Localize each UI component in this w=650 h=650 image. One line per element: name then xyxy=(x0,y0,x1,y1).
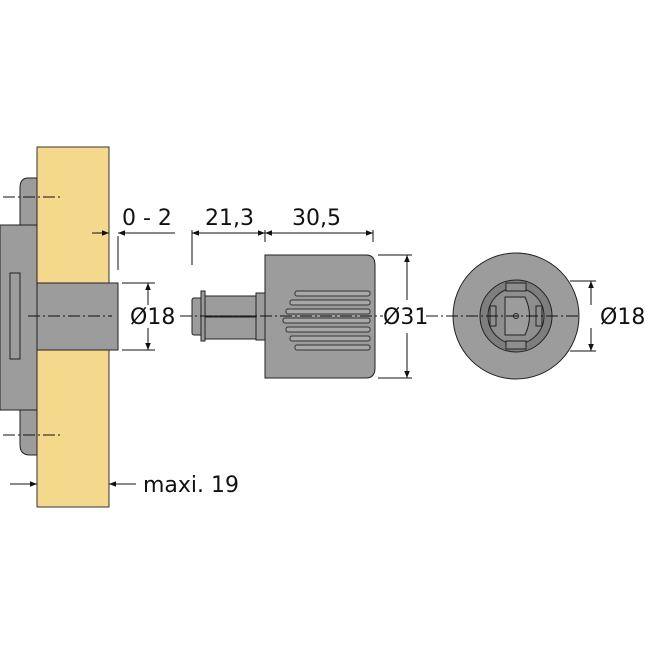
pin-length-dimension: 21,3 xyxy=(205,206,254,231)
housing xyxy=(0,177,119,456)
sleeve-diameter-dimension: Ø18 xyxy=(130,305,175,330)
cap-diameter-dimension: Ø31 xyxy=(383,305,428,330)
board-thickness-dimension: maxi. 19 xyxy=(143,473,239,498)
gap-dimension: 0 - 2 xyxy=(122,206,172,231)
front-diameter-dimension: Ø18 xyxy=(600,305,645,330)
cap-length-dimension: 30,5 xyxy=(292,206,341,231)
